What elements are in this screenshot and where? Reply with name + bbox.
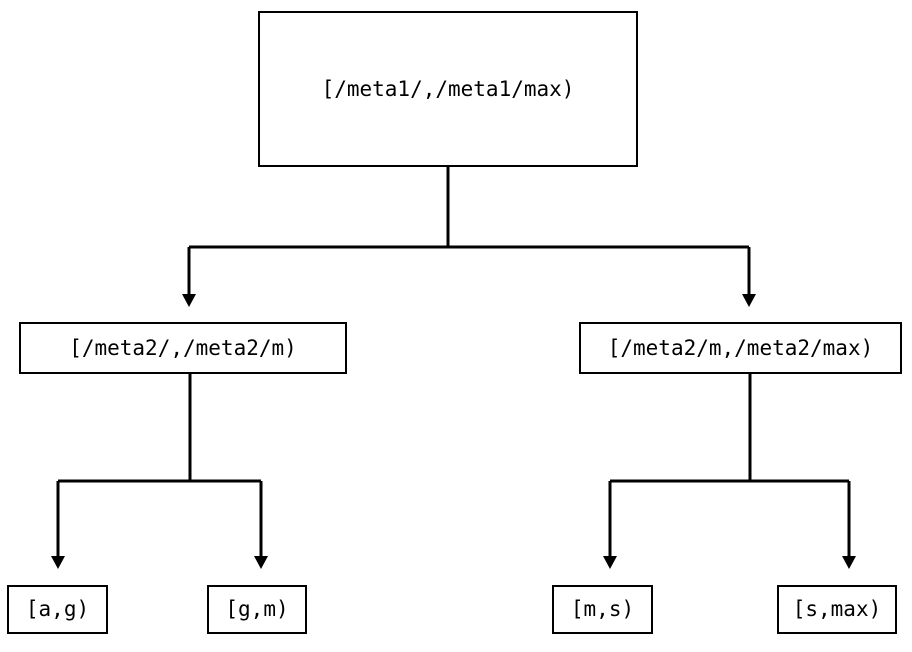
tree-node-leaf-2[interactable]: [g,m)	[207, 585, 307, 634]
arrowhead-to-leaf-2	[254, 556, 268, 569]
tree-node-mid-left-label: [/meta2/,/meta2/m)	[69, 335, 297, 360]
arrowhead-to-leaf-1	[51, 556, 65, 569]
arrowhead-to-leaf-4	[842, 556, 856, 569]
tree-node-mid-right[interactable]: [/meta2/m,/meta2/max)	[579, 322, 902, 374]
tree-node-leaf-3-label: [m,s)	[570, 597, 635, 621]
tree-node-root-label: [/meta1/,/meta1/max)	[321, 76, 575, 101]
arrowhead-to-mid-left	[182, 294, 196, 307]
tree-node-leaf-3[interactable]: [m,s)	[552, 585, 653, 634]
tree-node-leaf-4[interactable]: [s,max)	[777, 585, 897, 634]
arrowhead-to-mid-right	[742, 294, 756, 307]
tree-node-leaf-2-label: [g,m)	[225, 597, 289, 621]
arrowhead-to-leaf-3	[603, 556, 617, 569]
tree-node-leaf-1[interactable]: [a,g)	[7, 585, 108, 634]
tree-node-leaf-1-label: [a,g)	[25, 597, 90, 621]
tree-node-root[interactable]: [/meta1/,/meta1/max)	[258, 11, 638, 167]
tree-node-mid-left[interactable]: [/meta2/,/meta2/m)	[19, 322, 347, 374]
tree-node-leaf-4-label: [s,max)	[792, 597, 882, 621]
tree-node-mid-right-label: [/meta2/m,/meta2/max)	[607, 335, 874, 360]
